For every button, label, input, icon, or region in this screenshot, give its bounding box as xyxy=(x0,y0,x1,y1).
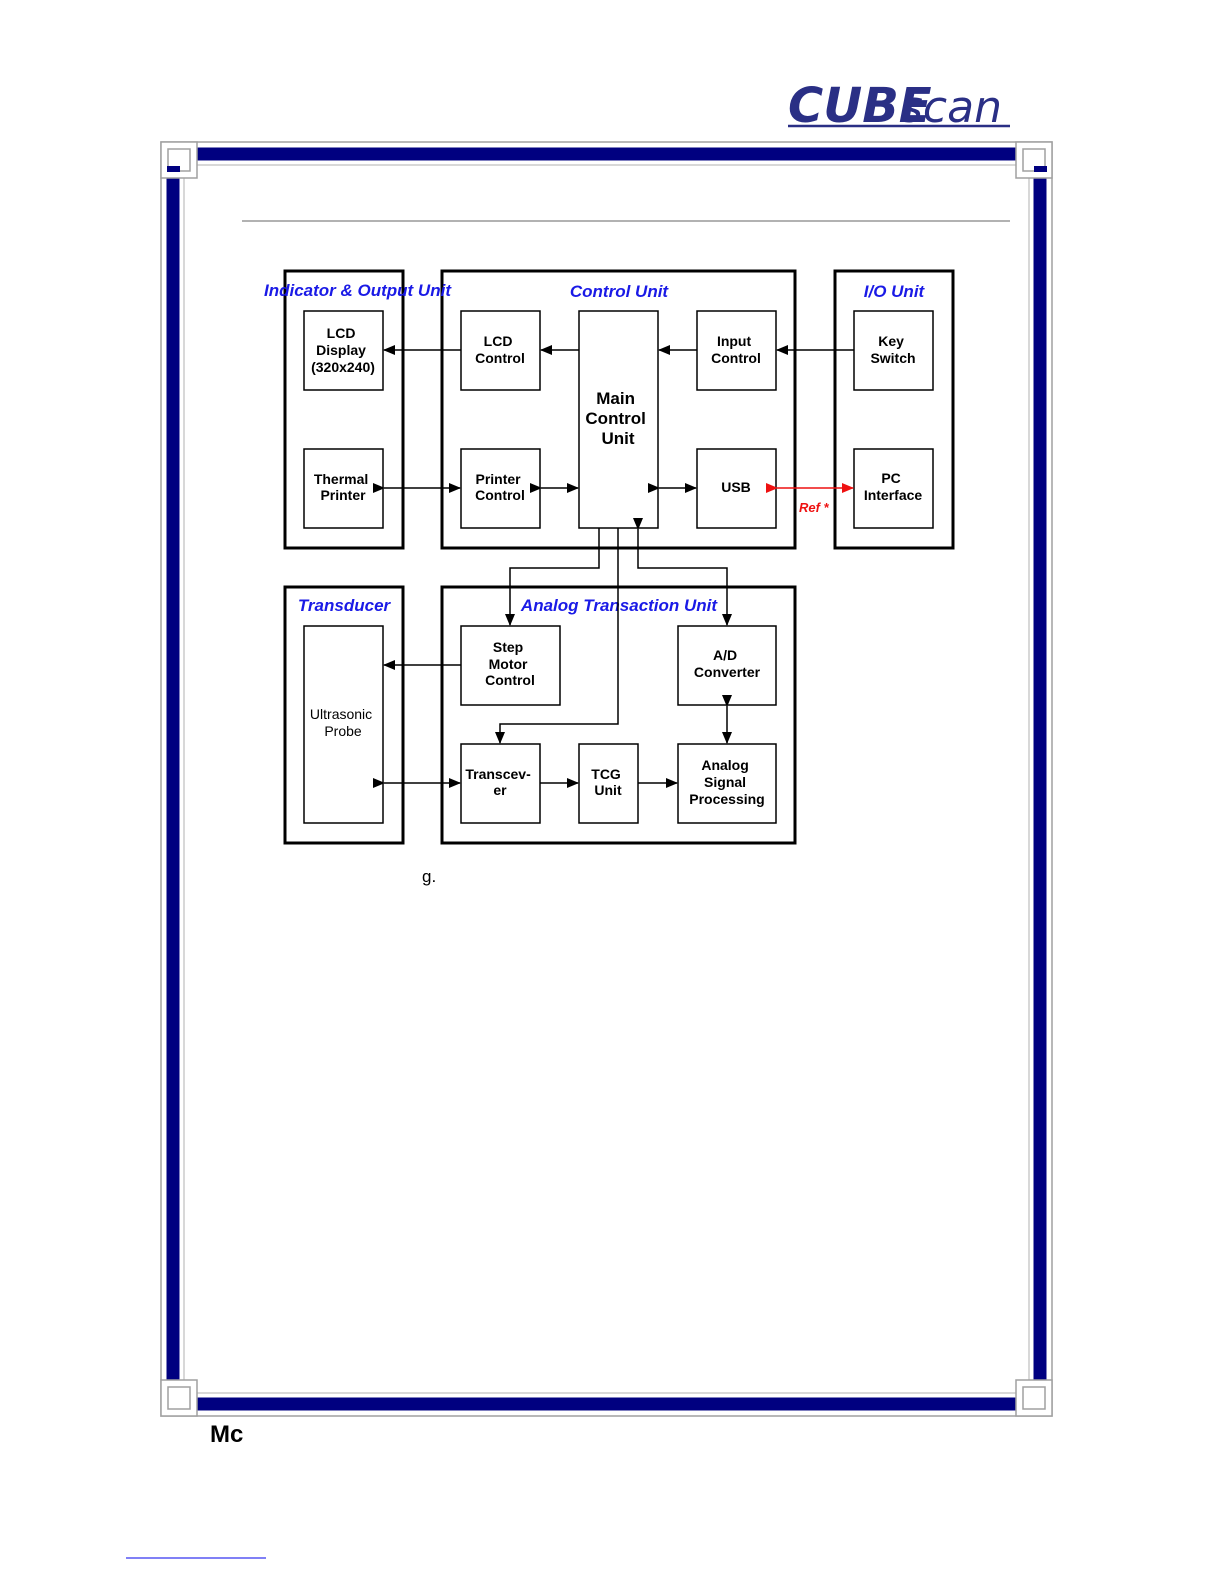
lcd-display-label: LCD Display (320x240) xyxy=(311,325,375,375)
frame-corner-ornament xyxy=(160,141,1053,1417)
ad-converter-block xyxy=(677,625,777,706)
ref-label: Ref * xyxy=(799,500,830,515)
analog-signal-processing-block xyxy=(677,743,777,824)
printer-control-block xyxy=(460,448,541,529)
thermal-printer-label: Thermal Printer xyxy=(314,471,372,503)
input-control-block xyxy=(696,310,777,391)
figure-caption: g. xyxy=(422,867,436,886)
unit-title-analog-transaction: Analog Transaction Unit xyxy=(520,596,718,615)
block-diagram: Indicator & Output Unit Control Unit I/O… xyxy=(264,269,955,845)
brand-logo: CUBE scan xyxy=(788,78,1010,134)
ultrasonic-probe-block xyxy=(303,625,384,824)
page-frame xyxy=(160,141,1053,1417)
footer-text: Mc xyxy=(210,1421,243,1448)
io-unit-box xyxy=(833,269,955,550)
unit-title-control: Control Unit xyxy=(570,282,670,301)
connector-arrows xyxy=(373,345,854,788)
usb-block xyxy=(696,448,777,529)
printer-control-label: Printer Control xyxy=(475,471,525,503)
main-control-unit-block xyxy=(578,310,659,529)
logo-light-text: scan xyxy=(900,82,1002,133)
logo-bold-text: CUBE xyxy=(788,78,932,134)
unit-title-io: I/O Unit xyxy=(864,282,926,301)
ad-converter-label: A/D Converter xyxy=(694,647,761,680)
arrow-main-ad-bidir xyxy=(633,518,732,626)
analog-signal-processing-label: Analog Signal Processing xyxy=(689,757,764,807)
input-control-label: Input Control xyxy=(711,333,761,366)
main-control-unit-label: Main Control Unit xyxy=(585,389,650,448)
lcd-control-block xyxy=(460,310,541,391)
unit-title-indicator-output: Indicator & Output Unit xyxy=(264,281,452,300)
step-motor-control-block xyxy=(460,625,561,706)
arrow-main-to-stepmotor xyxy=(505,528,600,626)
thermal-printer-block xyxy=(303,448,384,529)
tcg-unit-block xyxy=(578,743,639,824)
arrow-main-to-transceiver xyxy=(495,528,619,744)
usb-label: USB xyxy=(721,479,751,495)
transceiver-label: Transcev- er xyxy=(465,766,534,798)
indicator-output-unit-box xyxy=(283,269,405,550)
step-motor-control-label: Step Motor Control xyxy=(485,639,535,688)
lcd-display-block xyxy=(303,310,384,391)
lcd-control-label: LCD Control xyxy=(475,333,525,366)
unit-title-transducer: Transducer xyxy=(298,596,392,615)
tcg-unit-label: TCG Unit xyxy=(591,766,624,798)
pc-interface-label: PC Interface xyxy=(864,470,923,503)
transceiver-block xyxy=(460,743,541,824)
key-switch-label: Key Switch xyxy=(870,333,915,366)
transducer-unit-box xyxy=(283,585,405,845)
ultrasonic-probe-label: Ultrasonic Probe xyxy=(310,706,376,739)
key-switch-block xyxy=(853,310,934,391)
pc-interface-block xyxy=(853,448,934,529)
